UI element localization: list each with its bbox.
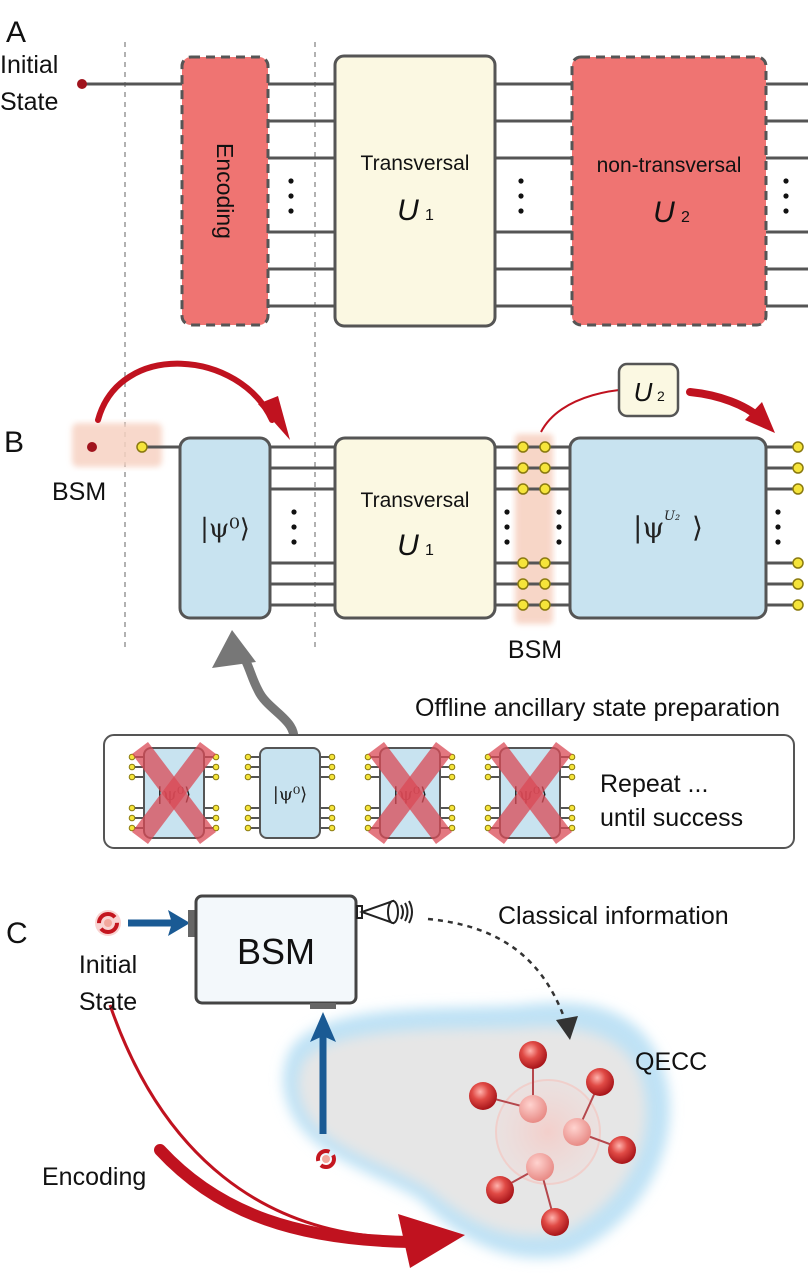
qecc-cloud bbox=[283, 1002, 670, 1259]
encoding-arrow-shaft bbox=[154, 1144, 416, 1248]
blue-arrow-ancilla-head bbox=[310, 1012, 336, 1042]
repeat-label-line2: until success bbox=[600, 804, 743, 832]
bsm-highlight-middle bbox=[515, 434, 553, 624]
teleport-arrow-right-head bbox=[745, 402, 775, 433]
wires-b-1 bbox=[270, 445, 335, 607]
panel-a-label: A bbox=[6, 16, 26, 49]
encoding-box bbox=[180, 55, 270, 327]
attempt-3: |ψ⁰⟩ bbox=[364, 741, 456, 845]
attempt-2: |ψ⁰⟩ bbox=[244, 747, 336, 839]
bsm-qubits-middle bbox=[517, 441, 551, 611]
encoding-label: Encoding bbox=[212, 143, 238, 239]
wires-b-2 bbox=[495, 445, 572, 607]
transversal-u1-box-b bbox=[333, 436, 497, 620]
initial-state-label-line2: State bbox=[0, 88, 58, 116]
ellipsis-dots-a-1 bbox=[288, 178, 294, 214]
qecc-outer-qubits bbox=[469, 1041, 636, 1236]
initial-state-qubit-icon bbox=[95, 910, 121, 936]
nontransversal-label: non-transversal bbox=[597, 154, 742, 177]
initial-state-label-line1: Initial bbox=[0, 51, 58, 79]
panel-b-label: B bbox=[4, 426, 24, 459]
u1-symbol-b: U bbox=[397, 529, 419, 562]
u2-badge-subscript: 2 bbox=[657, 388, 665, 404]
wires-a-1 bbox=[268, 82, 335, 308]
u2-subscript: 2 bbox=[681, 209, 690, 226]
panel-a: A Initial State bbox=[0, 16, 808, 648]
psiu2-state-box bbox=[568, 436, 768, 620]
ellipsis-dots-a-2 bbox=[518, 178, 524, 214]
teleport-arrow-left-head bbox=[258, 396, 290, 440]
failed-x-icon bbox=[488, 741, 572, 845]
ellipsis-dots-a-3 bbox=[783, 178, 789, 214]
ellipsis-dots-b-1 bbox=[291, 509, 297, 545]
u1-subscript-b: 1 bbox=[425, 542, 434, 559]
bsm-highlight-left bbox=[72, 423, 162, 467]
classical-info-arrow-head bbox=[556, 1016, 578, 1040]
transversal-u1-box bbox=[333, 54, 497, 328]
psi0-state-box bbox=[178, 436, 272, 620]
psiu2-superscript: U₂ bbox=[664, 509, 680, 524]
wires-a-2 bbox=[495, 82, 572, 308]
output-qubits bbox=[792, 441, 804, 611]
bsm-device-box bbox=[194, 894, 358, 1005]
initial-state-label-c-line2: State bbox=[79, 988, 137, 1016]
qubit-dot bbox=[136, 441, 148, 453]
bsm-device-label: BSM bbox=[237, 931, 315, 972]
u2-symbol: U bbox=[653, 196, 675, 229]
failed-x-icon bbox=[368, 741, 452, 845]
ellipsis-dots-b-2 bbox=[504, 509, 562, 545]
blue-arrow-input-head bbox=[168, 910, 190, 936]
transversal-label: Transversal bbox=[361, 152, 470, 175]
psiu2-ket-open: |ψ bbox=[633, 511, 664, 544]
panel-c-label: C bbox=[6, 917, 28, 950]
encoding-arrow-head bbox=[398, 1214, 465, 1268]
teleport-arrow-right-shaft bbox=[686, 388, 764, 422]
u1-symbol: U bbox=[397, 194, 419, 227]
classical-info-arrow bbox=[427, 917, 567, 1021]
bsm-bottom-port bbox=[310, 1003, 336, 1009]
bsm-left-label: BSM bbox=[52, 478, 106, 506]
panel-b: B BSM |ψ⁰⟩ Transversal U 1 bbox=[4, 360, 804, 849]
initial-state-label-c-line1: Initial bbox=[79, 951, 137, 979]
wires-a-out bbox=[766, 82, 808, 308]
psiu2-ket-close: ⟩ bbox=[692, 511, 703, 544]
psi0-ket: |ψ⁰⟩ bbox=[200, 514, 250, 544]
attempt-4: |ψ⁰⟩ bbox=[484, 741, 576, 845]
attempt-2-ket: |ψ⁰⟩ bbox=[273, 784, 307, 805]
ancilla-qubit-icon bbox=[316, 1149, 336, 1169]
initial-state-dot-b bbox=[87, 442, 97, 452]
offline-preparation-arrow-head bbox=[212, 630, 256, 668]
bsm-middle-label: BSM bbox=[508, 636, 562, 664]
nontransversal-u2-box bbox=[570, 55, 768, 327]
u2-badge bbox=[617, 362, 680, 418]
attempt-1: |ψ⁰⟩ bbox=[128, 741, 220, 845]
qecc-label: QECC bbox=[635, 1048, 707, 1076]
ellipsis-dots-b-3 bbox=[775, 509, 781, 545]
qecc-core-qubits bbox=[519, 1095, 591, 1181]
speaker-icon bbox=[356, 899, 413, 925]
initial-state-dot bbox=[77, 79, 87, 89]
u1-subscript: 1 bbox=[425, 207, 434, 224]
teleport-arrow-left-shaft bbox=[95, 360, 275, 423]
u2-badge-symbol: U bbox=[634, 377, 653, 407]
failed-x-icon bbox=[132, 741, 216, 845]
classical-info-label: Classical information bbox=[498, 902, 729, 930]
encoding-label-c: Encoding bbox=[42, 1163, 146, 1191]
bsm-input-port bbox=[188, 910, 196, 937]
transversal-label-b: Transversal bbox=[361, 489, 470, 512]
panel-c: C Encoding Initial State BSM bbox=[6, 894, 729, 1268]
repeat-label-line1: Repeat ... bbox=[600, 770, 708, 798]
offline-preparation-title: Offline ancillary state preparation bbox=[415, 694, 780, 722]
